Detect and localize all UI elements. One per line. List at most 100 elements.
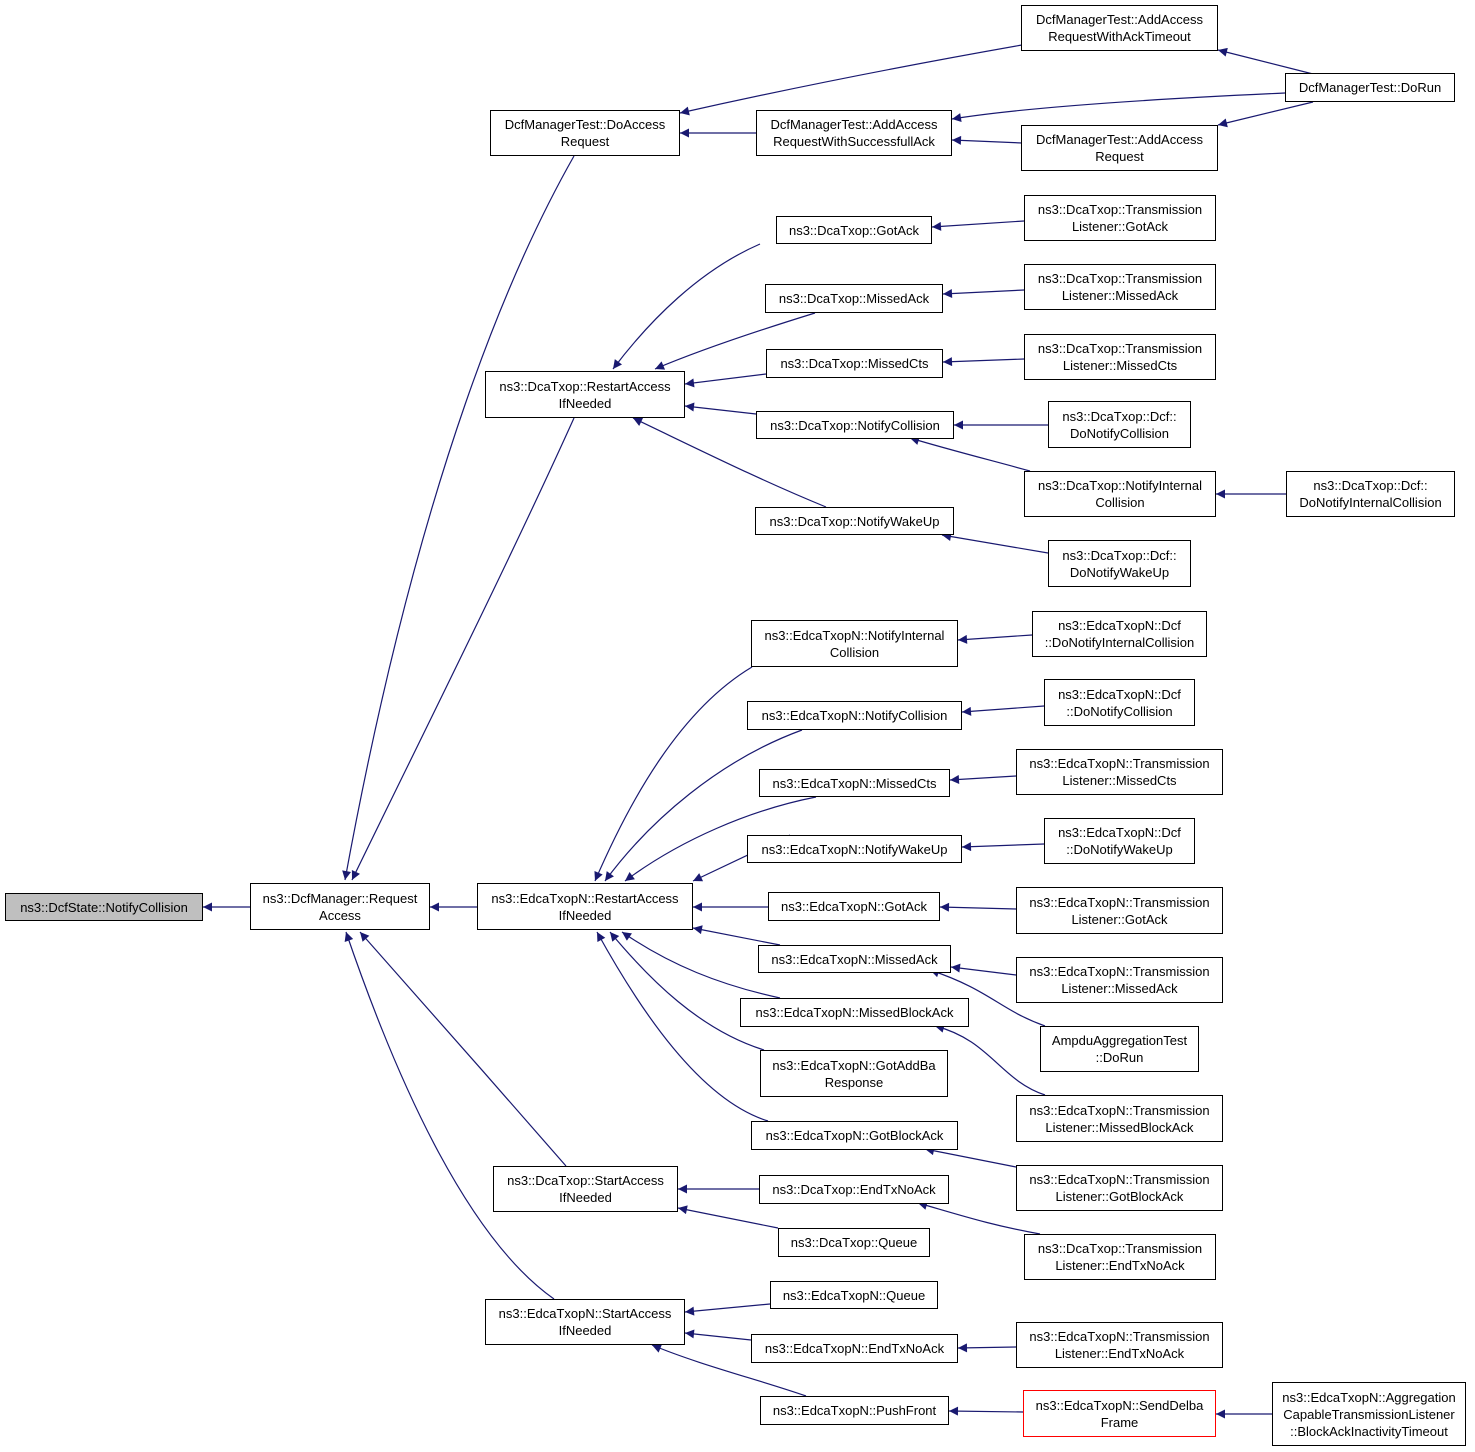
- node-label: ns3::EdcaTxopN::GotBlockAck: [765, 1128, 944, 1143]
- edge-do-run-to-add-successful: [951, 92, 1286, 123]
- edge-edca-got-addba-to-restart: [609, 931, 765, 1051]
- edge-dca-tl-missed-ack: [942, 289, 1025, 299]
- node-dca-dcf-do-notify-internal-collision[interactable]: ns3::DcaTxop::Dcf:: DoNotifyInternalColl…: [1286, 471, 1455, 517]
- node-dca-dcf-do-notify-collision[interactable]: ns3::DcaTxop::Dcf:: DoNotifyCollision: [1048, 401, 1191, 448]
- node-label: ns3::EdcaTxopN::Dcf ::DoNotifyCollision: [1058, 686, 1181, 719]
- edge-edca-tl-missed-block-ack: [934, 1023, 1046, 1096]
- edge-dca-tl-missed-cts: [942, 357, 1025, 367]
- node-edca-start-access[interactable]: ns3::EdcaTxopN::StartAccess IfNeeded: [485, 1299, 685, 1345]
- node-dca-tl-end-tx-no-ack[interactable]: ns3::DcaTxop::Transmission Listener::End…: [1024, 1234, 1216, 1280]
- node-dca-dcf-do-notify-wakeup[interactable]: ns3::DcaTxop::Dcf:: DoNotifyWakeUp: [1048, 540, 1191, 587]
- node-label: ns3::EdcaTxopN::NotifyCollision: [761, 708, 948, 723]
- node-dca-missed-ack[interactable]: ns3::DcaTxop::MissedAck: [765, 284, 943, 313]
- edge-do-access-to-request: [342, 155, 575, 881]
- edge-dca-notify-wakeup-to-restart: [632, 417, 827, 508]
- node-edca-missed-ack[interactable]: ns3::EdcaTxopN::MissedAck: [758, 945, 951, 973]
- node-label: ns3::DcaTxop::GotAck: [788, 222, 920, 238]
- node-edca-notify-internal-collision[interactable]: ns3::EdcaTxopN::NotifyInternal Collision: [751, 620, 958, 667]
- edge-dca-missed-cts-to-restart: [684, 373, 767, 388]
- node-dca-start-access[interactable]: ns3::DcaTxop::StartAccess IfNeeded: [493, 1166, 678, 1212]
- node-edca-tl-got-ack[interactable]: ns3::EdcaTxopN::Transmission Listener::G…: [1016, 887, 1223, 934]
- node-label: ns3::DcaTxop::StartAccess IfNeeded: [507, 1173, 664, 1205]
- node-test-do-access-request[interactable]: DcfManagerTest::DoAccess Request: [490, 110, 680, 156]
- node-label: ns3::EdcaTxopN::Queue: [782, 1287, 926, 1303]
- edge-ampdu-to-missed-ack: [929, 968, 1046, 1027]
- node-label: ns3::EdcaTxopN::Aggregation CapableTrans…: [1282, 1389, 1456, 1439]
- node-label: ns3::EdcaTxopN::GotAck: [781, 899, 927, 914]
- node-label: ns3::EdcaTxopN::Transmission Listener::M…: [1029, 964, 1210, 996]
- edge-edca-tl-got-ack: [939, 902, 1017, 912]
- node-label: ns3::DcaTxop::Dcf:: DoNotifyWakeUp: [1062, 547, 1177, 580]
- node-dca-tl-missed-cts[interactable]: ns3::DcaTxop::Transmission Listener::Mis…: [1024, 334, 1216, 380]
- node-dca-notify-wakeup[interactable]: ns3::DcaTxop::NotifyWakeUp: [755, 507, 954, 535]
- edge-edca-missed-cts-to-restart: [624, 796, 817, 882]
- node-test-add-access-request[interactable]: DcfManagerTest::AddAccess Request: [1021, 125, 1218, 171]
- node-edca-missed-block-ack[interactable]: ns3::EdcaTxopN::MissedBlockAck: [740, 998, 969, 1027]
- edge-dca-tl-end-tx: [917, 1201, 1041, 1235]
- node-edca-got-ack[interactable]: ns3::EdcaTxopN::GotAck: [768, 892, 940, 921]
- edge-edca-end-tx-to-start-access: [684, 1329, 752, 1341]
- node-dca-got-ack[interactable]: ns3::DcaTxop::GotAck: [776, 216, 932, 244]
- node-dca-missed-cts[interactable]: ns3::DcaTxop::MissedCts: [766, 349, 943, 378]
- node-edca-tl-missed-block-ack[interactable]: ns3::EdcaTxopN::Transmission Listener::M…: [1016, 1095, 1223, 1142]
- node-edca-tl-end-tx-no-ack[interactable]: ns3::EdcaTxopN::Transmission Listener::E…: [1016, 1322, 1223, 1368]
- node-root: ns3::DcfState::NotifyCollision: [5, 893, 203, 921]
- node-ampdu-test-do-run[interactable]: AmpduAggregationTest ::DoRun: [1040, 1026, 1199, 1072]
- node-label: ns3::DcfState::NotifyCollision: [20, 899, 188, 915]
- node-edca-missed-cts[interactable]: ns3::EdcaTxopN::MissedCts: [759, 769, 950, 797]
- node-edca-got-block-ack[interactable]: ns3::EdcaTxopN::GotBlockAck: [751, 1121, 958, 1150]
- node-edca-dcf-do-notify-internal-collision[interactable]: ns3::EdcaTxopN::Dcf ::DoNotifyInternalCo…: [1032, 611, 1207, 657]
- node-dca-notify-collision[interactable]: ns3::DcaTxop::NotifyCollision: [756, 411, 954, 439]
- node-edca-got-addba-response[interactable]: ns3::EdcaTxopN::GotAddBa Response: [760, 1050, 948, 1097]
- node-label: ns3::DcaTxop::Transmission Listener::Got…: [1037, 202, 1203, 234]
- node-label: ns3::EdcaTxopN::NotifyWakeUp: [761, 841, 948, 857]
- node-edca-tl-missed-ack[interactable]: ns3::EdcaTxopN::Transmission Listener::M…: [1016, 957, 1223, 1003]
- node-label: ns3::EdcaTxopN::MissedBlockAck: [755, 1005, 954, 1020]
- node-label: ns3::DcaTxop::NotifyInternal Collision: [1037, 478, 1203, 510]
- node-label: ns3::EdcaTxopN::Dcf ::DoNotifyWakeUp: [1058, 825, 1181, 857]
- node-label: DcfManagerTest::AddAccess Request: [1036, 132, 1203, 164]
- node-edca-dcf-do-notify-wakeup[interactable]: ns3::EdcaTxopN::Dcf ::DoNotifyWakeUp: [1044, 818, 1195, 864]
- node-label: ns3::DcaTxop::Dcf:: DoNotifyCollision: [1062, 408, 1177, 441]
- node-label: DcfManagerTest::DoRun: [1298, 80, 1442, 95]
- node-dcfmanager-request-access[interactable]: ns3::DcfManager::Request Access: [250, 883, 430, 930]
- edge-edca-tl-missed-cts: [949, 774, 1017, 784]
- node-label: ns3::DcaTxop::NotifyWakeUp: [769, 513, 940, 529]
- node-label: ns3::DcaTxop::Transmission Listener::End…: [1037, 1241, 1203, 1273]
- node-edca-tl-missed-cts[interactable]: ns3::EdcaTxopN::Transmission Listener::M…: [1016, 749, 1223, 795]
- edge-add-ack-timeout-to-do-access: [679, 44, 1023, 116]
- node-dca-tl-got-ack[interactable]: ns3::DcaTxop::Transmission Listener::Got…: [1024, 195, 1216, 241]
- node-edca-dcf-do-notify-collision[interactable]: ns3::EdcaTxopN::Dcf ::DoNotifyCollision: [1044, 679, 1195, 726]
- node-edca-notify-wakeup[interactable]: ns3::EdcaTxopN::NotifyWakeUp: [747, 835, 962, 863]
- node-edca-queue[interactable]: ns3::EdcaTxopN::Queue: [770, 1281, 938, 1309]
- node-edca-end-tx-no-ack[interactable]: ns3::EdcaTxopN::EndTxNoAck: [751, 1334, 958, 1363]
- node-dca-queue[interactable]: ns3::DcaTxop::Queue: [778, 1228, 930, 1257]
- node-edca-block-ack-inactivity-timeout[interactable]: ns3::EdcaTxopN::Aggregation CapableTrans…: [1272, 1382, 1466, 1446]
- node-label: ns3::DcaTxop::RestartAccess IfNeeded: [499, 378, 671, 411]
- node-label: ns3::DcaTxop::Dcf:: DoNotifyInternalColl…: [1299, 478, 1442, 510]
- node-test-do-run[interactable]: DcfManagerTest::DoRun: [1285, 73, 1455, 102]
- node-test-add-successful-ack[interactable]: DcfManagerTest::AddAccess RequestWithSuc…: [756, 110, 952, 156]
- node-label: ns3::EdcaTxopN::RestartAccess IfNeeded: [491, 890, 679, 923]
- edge-edca-tl-end-tx: [957, 1343, 1017, 1353]
- node-label: ns3::EdcaTxopN::Dcf ::DoNotifyInternalCo…: [1044, 618, 1195, 650]
- node-edca-restart-access[interactable]: ns3::EdcaTxopN::RestartAccess IfNeeded: [477, 883, 693, 930]
- node-dca-restart-access[interactable]: ns3::DcaTxop::RestartAccess IfNeeded: [485, 371, 685, 418]
- node-edca-tl-got-block-ack[interactable]: ns3::EdcaTxopN::Transmission Listener::G…: [1016, 1165, 1223, 1211]
- node-label: ns3::EdcaTxopN::GotAddBa Response: [772, 1057, 936, 1090]
- node-label: ns3::EdcaTxopN::MissedCts: [772, 775, 937, 791]
- node-label: ns3::EdcaTxopN::Transmission Listener::E…: [1029, 1329, 1210, 1361]
- node-edca-push-front[interactable]: ns3::EdcaTxopN::PushFront: [760, 1396, 949, 1425]
- edge-edca-start-to-request: [344, 931, 555, 1300]
- edge-do-run-to-add-ack-timeout: [1217, 47, 1314, 75]
- node-label: ns3::DcaTxop::Transmission Listener::Mis…: [1037, 341, 1203, 373]
- node-dca-notify-internal-collision[interactable]: ns3::DcaTxop::NotifyInternal Collision: [1024, 471, 1216, 517]
- node-edca-send-delba-frame[interactable]: ns3::EdcaTxopN::SendDelba Frame: [1023, 1390, 1216, 1437]
- node-edca-notify-collision[interactable]: ns3::EdcaTxopN::NotifyCollision: [747, 701, 962, 730]
- node-dca-tl-missed-ack[interactable]: ns3::DcaTxop::Transmission Listener::Mis…: [1024, 264, 1216, 310]
- node-test-add-ack-timeout[interactable]: DcfManagerTest::AddAccess RequestWithAck…: [1021, 5, 1218, 51]
- edge-edca-notify-internal-to-restart: [594, 666, 753, 882]
- node-dca-end-tx-no-ack[interactable]: ns3::DcaTxop::EndTxNoAck: [759, 1175, 949, 1204]
